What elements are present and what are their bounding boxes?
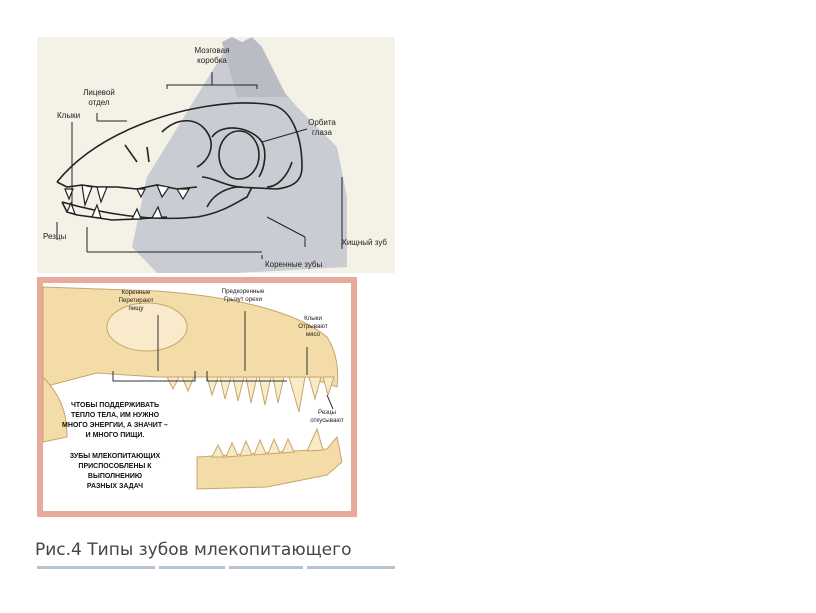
teeth-leaders	[112, 311, 334, 410]
label-molars: Коренные зубы	[265, 260, 323, 269]
skull-diagram: Мозговая коробка Лицевой отдел Клыки Орб…	[37, 37, 395, 273]
skull-back	[42, 375, 68, 443]
label-orbit-2: глаза	[312, 128, 332, 137]
energy-note-1: ЧТОБЫ ПОДДЕРЖИВАТЬ	[71, 402, 159, 409]
adaptation-note-4: РАЗНЫХ ЗАДАЧ	[87, 483, 143, 490]
footer-rule-seg-2	[159, 566, 225, 569]
energy-note-3: МНОГО ЭНЕРГИИ, А ЗНАЧИТ –	[62, 422, 168, 429]
label-carnassial: Хищный зуб	[342, 238, 388, 247]
label-molars-2: Перетирают	[118, 297, 153, 304]
figure-caption: Рис.4 Типы зубов млекопитающего	[35, 540, 352, 560]
skull-cavity	[106, 302, 188, 352]
label-molars-1: Коренные	[122, 289, 151, 296]
label-incisors: Резцы	[43, 232, 67, 241]
label-canines-3: мясо	[306, 331, 321, 338]
label-premolars-2: Грызут орехи	[224, 296, 263, 303]
label-premolars-1: Предкоренные	[222, 288, 265, 295]
energy-note-4: И МНОГО ПИЩИ.	[86, 432, 145, 439]
skull-leaders	[56, 72, 343, 259]
label-brain-case-2: коробка	[197, 56, 227, 65]
label-facial-1: Лицевой	[83, 88, 115, 97]
adaptation-note-1: ЗУБЫ МЛЕКОПИТАЮЩИХ	[70, 453, 161, 460]
label-canines-2: Отрывают	[298, 323, 328, 330]
energy-note-2: ТЕПЛО ТЕЛА, ИМ НУЖНО	[71, 412, 160, 419]
label-brain-case-1: Мозговая	[195, 46, 230, 55]
skull-teeth	[64, 184, 191, 220]
ear-shadow	[222, 37, 287, 97]
label-incisors-2: откусывают	[310, 417, 344, 424]
label-molars-3: пищу	[128, 305, 144, 312]
adaptation-note-2: ПРИСПОСОБЛЕНЫ К	[78, 463, 152, 470]
upper-teeth	[166, 376, 335, 413]
label-canines-1: Клыки	[304, 315, 322, 322]
adaptation-note-3: ВЫПОЛНЕНИЮ	[88, 473, 142, 480]
footer-rule-seg-3	[229, 566, 303, 569]
footer-rule	[37, 566, 395, 570]
label-incisors-1: Резцы	[318, 409, 337, 416]
label-facial-2: отдел	[88, 98, 110, 107]
footer-rule-seg-1	[37, 566, 155, 569]
label-canines: Клыки	[57, 111, 80, 120]
label-orbit-1: Орбита	[308, 118, 336, 127]
lower-jaw-bone	[196, 435, 343, 490]
teeth-types-diagram: Коренные Перетирают пищу Предкоренные Гр…	[37, 277, 357, 517]
footer-rule-seg-4	[307, 566, 395, 569]
lower-teeth	[211, 427, 324, 458]
skull-shadow	[132, 42, 347, 273]
